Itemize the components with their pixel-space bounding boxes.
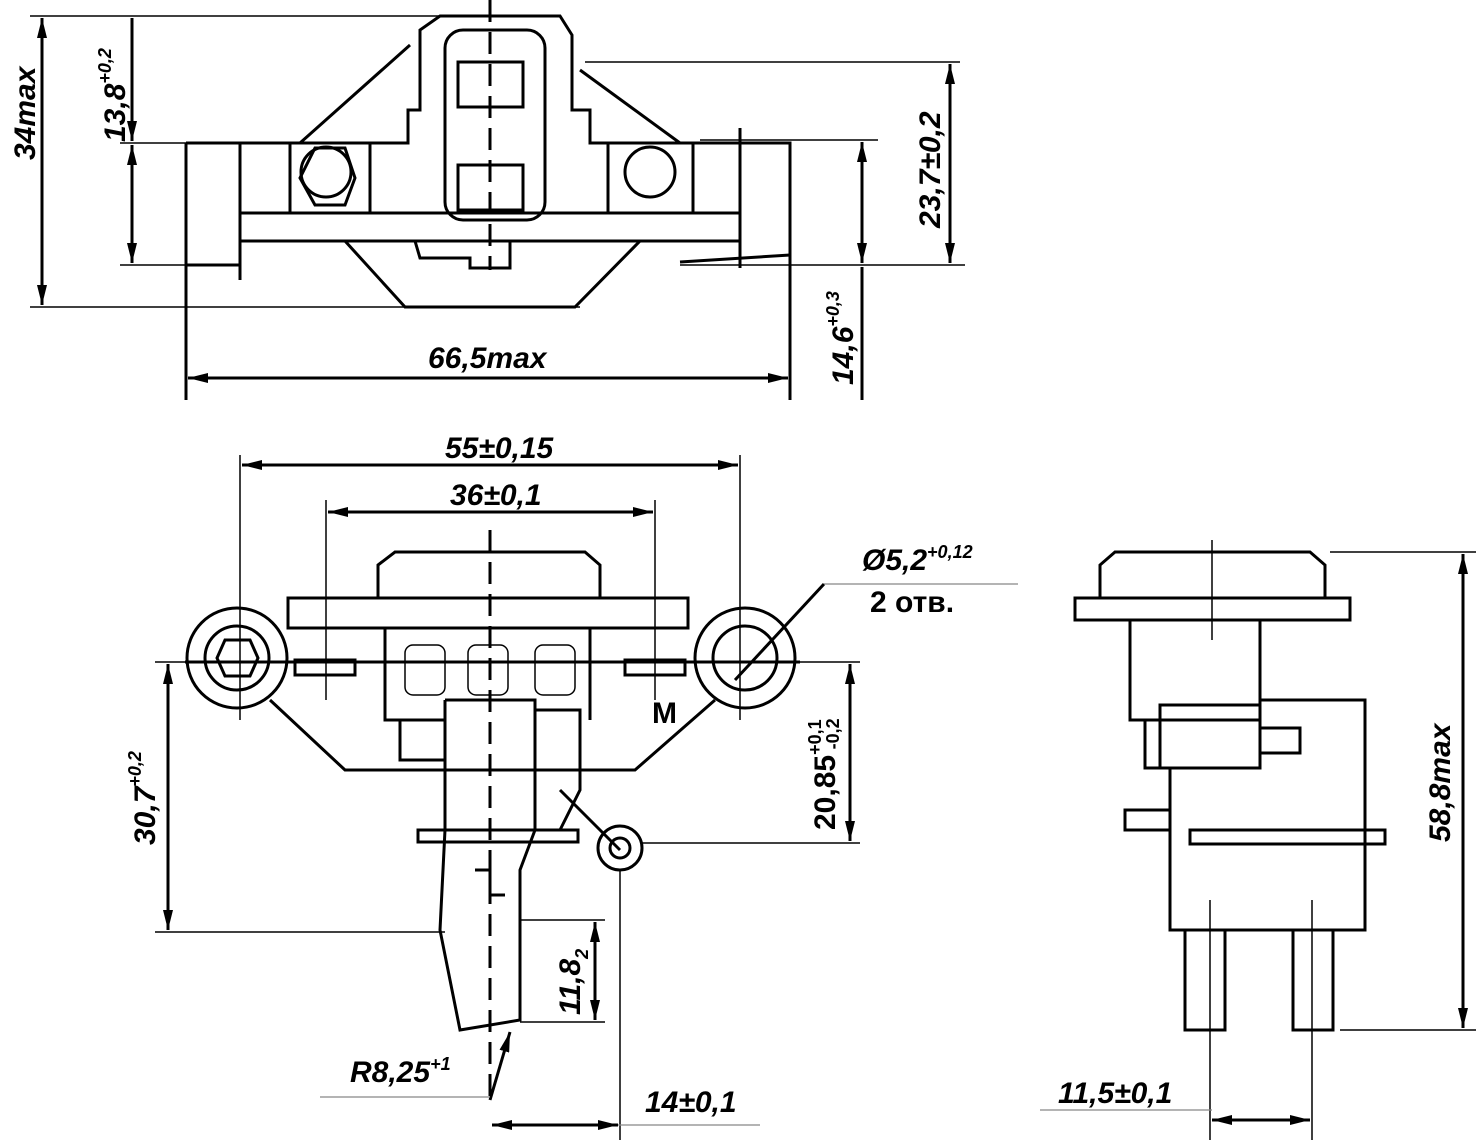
dim-11-5: 11,5±0,1 (1058, 1077, 1172, 1110)
svg-text:11,82: 11,82 (554, 949, 592, 1015)
dim-23-7: 23,7±0,2 (914, 111, 947, 229)
dim-34max: 34max (9, 65, 42, 160)
top-view: 34max 13,8+0,2 23,7±0,2 14,6+0,3 66,5max (9, 0, 965, 400)
svg-text:30,7+0,2: 30,7+0,2 (125, 751, 162, 845)
svg-text:34max: 34max (9, 65, 42, 160)
dim-30-7-tol: +0,2 (125, 751, 145, 787)
hole-count-note: 2 отв. (870, 586, 954, 619)
hole-tolerance: +0,12 (927, 542, 973, 562)
side-view: 11,5±0,1 58,8max (1040, 540, 1476, 1140)
svg-text:20,85+0,1-0,2: 20,85+0,1-0,2 (805, 718, 843, 830)
dim-14-6: 14,6 (827, 326, 860, 385)
svg-text:R8,25+1: R8,25+1 (350, 1054, 451, 1089)
dim-13-8-tol: +0,2 (95, 48, 115, 84)
dim-30-7: 30,7 (129, 785, 162, 845)
terminal-mark-m: M (652, 697, 677, 730)
svg-text:14,6+0,3: 14,6+0,3 (823, 291, 860, 385)
dim-14: 14±0,1 (645, 1086, 737, 1119)
hole-diameter: Ø5,2 (862, 544, 927, 577)
dim-20-85-tol-lower: -0,2 (823, 718, 843, 749)
radius: R8,25 (350, 1056, 431, 1089)
dim-20-85: 20,85 (809, 755, 842, 830)
radius-tol: +1 (430, 1054, 451, 1074)
svg-text:Ø5,2+0,12: Ø5,2+0,12 (862, 542, 973, 577)
svg-text:23,7±0,2: 23,7±0,2 (914, 111, 947, 229)
dim-36: 36±0,1 (450, 479, 542, 512)
front-view: 55±0,15 36±0,1 M Ø5,2+0,12 2 отв. 20,85+… (125, 432, 1018, 1140)
dim-58-8max: 58,8max (1424, 722, 1457, 842)
dim-14-6-tol: +0,3 (823, 291, 843, 327)
dim-13-8: 13,8 (99, 83, 132, 142)
dim-66-5max: 66,5max (428, 342, 548, 375)
svg-text:13,8+0,2: 13,8+0,2 (95, 48, 132, 142)
dim-20-85-tol-upper: +0,1 (805, 719, 825, 755)
dim-11-8: 11,8 (554, 959, 587, 1015)
dim-11-8-sub: 2 (572, 949, 592, 960)
svg-text:58,8max: 58,8max (1424, 722, 1457, 842)
dim-55: 55±0,15 (445, 432, 555, 465)
